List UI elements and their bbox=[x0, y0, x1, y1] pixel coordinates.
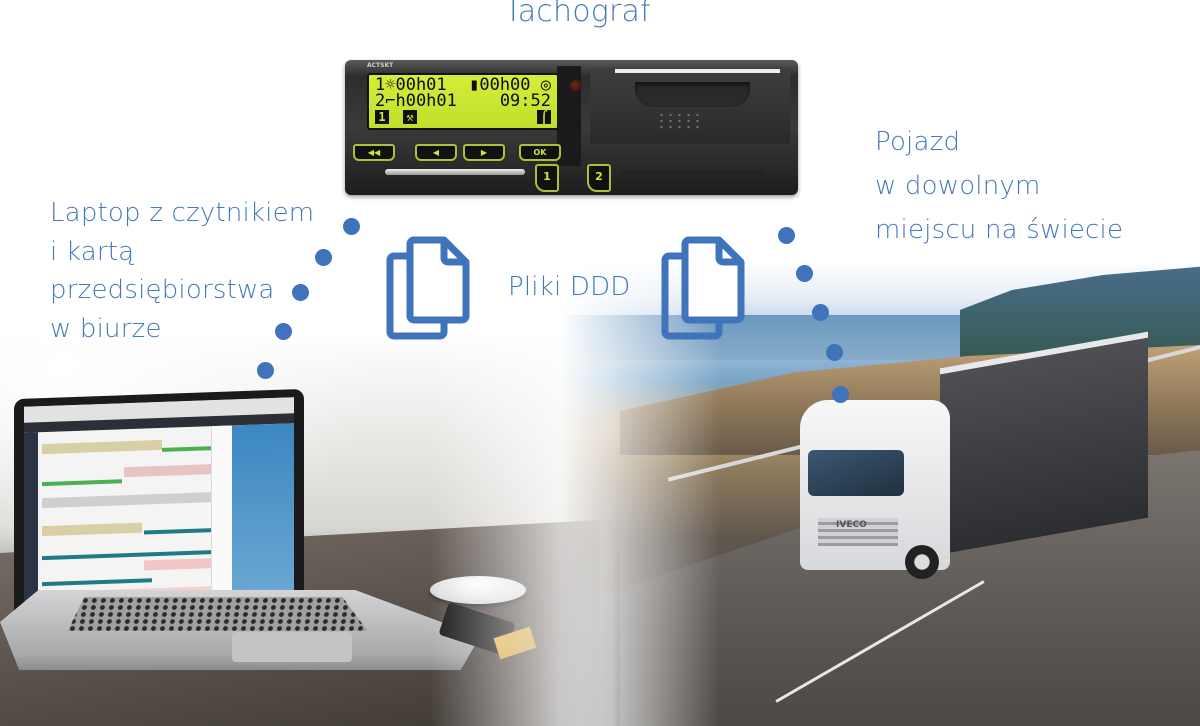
laptop-display-app bbox=[24, 397, 294, 611]
activity-track bbox=[124, 463, 224, 478]
truck-wheel bbox=[905, 545, 939, 579]
laptop-screen bbox=[14, 388, 304, 618]
vehicle-info-panel bbox=[232, 423, 294, 604]
tachograph-title: Tachograf bbox=[504, 0, 651, 29]
truck-grille bbox=[818, 518, 898, 546]
rest-bed-icon: ⌠ bbox=[537, 110, 551, 124]
activity-track bbox=[42, 578, 152, 587]
label-line: Pojazd bbox=[875, 127, 961, 157]
printer-paper-slot bbox=[615, 69, 780, 73]
display-line1-right: ▮00h00 ◎ bbox=[469, 75, 551, 95]
connector-dot bbox=[292, 284, 309, 301]
connector-dot bbox=[832, 386, 849, 403]
activity-track bbox=[42, 479, 122, 487]
truck-windshield bbox=[808, 450, 904, 496]
connector-dot bbox=[257, 362, 274, 379]
laptop-keyboard bbox=[68, 597, 373, 631]
left-button[interactable]: ◀ bbox=[415, 144, 457, 161]
laptop-trackpad bbox=[232, 632, 352, 662]
documents-icon bbox=[661, 236, 745, 340]
label-line: w biurze bbox=[50, 313, 162, 344]
label-line: miejscu na świecie bbox=[875, 215, 1124, 245]
work-hammers-icon: ⚒ bbox=[403, 110, 417, 124]
card-slot-1-badge: 1 bbox=[535, 164, 559, 192]
display-line1-left: 1☼00h01 bbox=[375, 75, 447, 95]
rewind-button[interactable]: ◀◀ bbox=[353, 144, 395, 161]
connector-dot bbox=[796, 265, 813, 282]
connector-dot bbox=[343, 218, 360, 235]
right-button[interactable]: ▶ bbox=[463, 144, 505, 161]
connector-dot bbox=[315, 249, 332, 266]
legend-panel bbox=[211, 425, 232, 605]
connector-dot bbox=[275, 323, 292, 340]
activity-track bbox=[144, 558, 214, 571]
truck-trailer bbox=[940, 331, 1148, 555]
display-line2-left: 2⌐h00h01 bbox=[375, 91, 457, 111]
ddd-files-label: Pliki DDD bbox=[508, 272, 631, 302]
connector-dot bbox=[778, 227, 795, 244]
label-line: Laptop z czytnikiem bbox=[50, 198, 315, 228]
card-slot-2[interactable] bbox=[620, 171, 765, 175]
activity-track bbox=[42, 492, 212, 509]
status-led-icon bbox=[570, 80, 582, 92]
documents-icon bbox=[386, 236, 470, 340]
tachograph-device: ACTSKT 1☼00h01 ▮00h00 ◎ 2⌐h00h01 09:52 1… bbox=[345, 60, 798, 195]
activity-track bbox=[42, 439, 162, 455]
connector-dot bbox=[812, 304, 829, 321]
card-slot-1[interactable] bbox=[385, 169, 525, 175]
ok-button[interactable]: OK bbox=[519, 144, 561, 161]
tachograph-brand: ACTSKT bbox=[367, 62, 394, 69]
connector-dot bbox=[826, 344, 843, 361]
display-clock: 09:52 bbox=[499, 91, 551, 111]
tachograph-display: 1☼00h01 ▮00h00 ◎ 2⌐h00h01 09:52 1 ⚒ ⌠ bbox=[367, 73, 559, 130]
driver-slot-icon: 1 bbox=[375, 110, 389, 124]
laptop-node-label: Laptop z czytnikiem i kartą przedsiębior… bbox=[50, 194, 314, 348]
label-line: przedsiębiorstwa bbox=[50, 275, 275, 305]
app-sidebar bbox=[24, 432, 38, 611]
card-slot-2-badge: 2 bbox=[587, 164, 611, 192]
label-line: w dowolnym bbox=[875, 171, 1041, 201]
label-line: i kartą bbox=[50, 236, 135, 267]
printer-tray bbox=[635, 82, 750, 107]
vehicle-node-label: Pojazd w dowolnym miejscu na świecie bbox=[875, 120, 1123, 252]
truck-brand: IVECO bbox=[836, 520, 867, 530]
speaker-grille bbox=[657, 112, 702, 130]
activity-track bbox=[42, 522, 142, 537]
